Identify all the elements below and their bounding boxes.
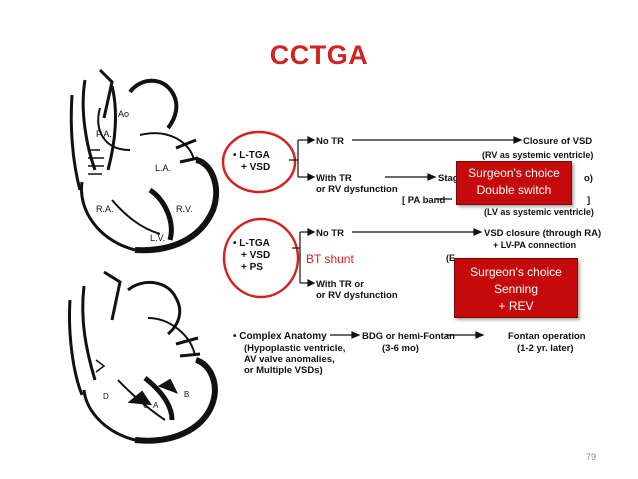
group2-branch2-line2: or RV dysfunction [316, 290, 398, 301]
group1-branch2-end2: ] [587, 195, 590, 206]
group3-step2-sub: (1-2 yr. later) [517, 343, 574, 354]
group1-connectors [289, 136, 523, 181]
group1-line-1: • L-TGA [233, 150, 270, 161]
callout1-line2: Double switch [476, 183, 552, 197]
group3-step1-sub: (3-6 mo) [382, 343, 419, 354]
group2-branch2-line1: With TR or [316, 279, 364, 290]
group3-connectors [330, 331, 485, 339]
callout-double-switch: Surgeon's choice Double switch [456, 161, 572, 205]
heart-label-lv: L.V. [150, 233, 165, 243]
group3-line-3: AV valve anomalies, [244, 354, 335, 365]
callout2-line1: Surgeon's choice [470, 265, 562, 279]
heart-label-ra: R.A. [96, 204, 114, 214]
callout-senning-rev: Surgeon's choice Senning + REV [454, 258, 578, 318]
group1-branch2-line1: With TR [316, 173, 352, 184]
group3-step1: BDG or hemi-Fontan [362, 331, 455, 342]
group1-branch2-line2: or RV dysfunction [316, 184, 398, 195]
group2-branch1: No TR [316, 228, 344, 239]
group1-circle [221, 130, 297, 194]
group1-branch1-sub: (RV as systemic ventricle) [482, 150, 593, 160]
group3-line-4: or Multiple VSDs) [244, 365, 323, 376]
callout1-line1: Surgeon's choice [468, 166, 560, 180]
group2-line-2: + VSD [241, 250, 270, 261]
group3-step2: Fontan operation [508, 331, 586, 342]
group1-branch1-result: Closure of VSD [523, 136, 592, 147]
group2-circle [222, 217, 300, 299]
heart-label-a: A [153, 401, 159, 410]
group1-branch2-sub: (LV as systemic ventricle) [484, 207, 594, 217]
slide-title: CCTGA [269, 40, 369, 70]
heart-label-ao: Ao [118, 109, 129, 119]
heart-label-c: C [143, 401, 149, 410]
heart-label-la: L.A. [155, 163, 171, 173]
heart-label-rv: R.V. [176, 204, 193, 214]
heart-label-b: B [184, 390, 189, 399]
callout2-line2: Senning [493, 282, 539, 296]
page-number: 79 [586, 452, 597, 462]
group1-branch2-end: o) [584, 173, 593, 184]
group1-branch1: No TR [316, 136, 344, 147]
group1-line-2: + VSD [241, 162, 270, 173]
callout2-line3: + REV [498, 299, 534, 313]
heart-label-pa: P.A. [96, 129, 112, 139]
group2-line-3: + PS [241, 262, 263, 273]
group2-branch1-sub: + LV-PA connection [493, 240, 576, 250]
heart-illustration-top [69, 68, 220, 254]
bt-shunt-label: BT shunt [306, 252, 354, 266]
group1-branch2-result: Stag [438, 173, 459, 184]
heart-label-d: D [103, 392, 109, 401]
group1-pa-band: [ PA band [402, 195, 445, 206]
heart-illustration-bottom [68, 270, 218, 444]
group3-line-2: (Hypoplastic ventricle, [244, 343, 345, 354]
group2-branch1-frag: (E [446, 253, 455, 263]
group2-connectors [292, 228, 483, 287]
group3-line-1: • Complex Anatomy [233, 331, 327, 342]
group2-line-1: • L-TGA [233, 238, 270, 249]
group2-branch1-result: VSD closure (through RA) [484, 228, 601, 239]
